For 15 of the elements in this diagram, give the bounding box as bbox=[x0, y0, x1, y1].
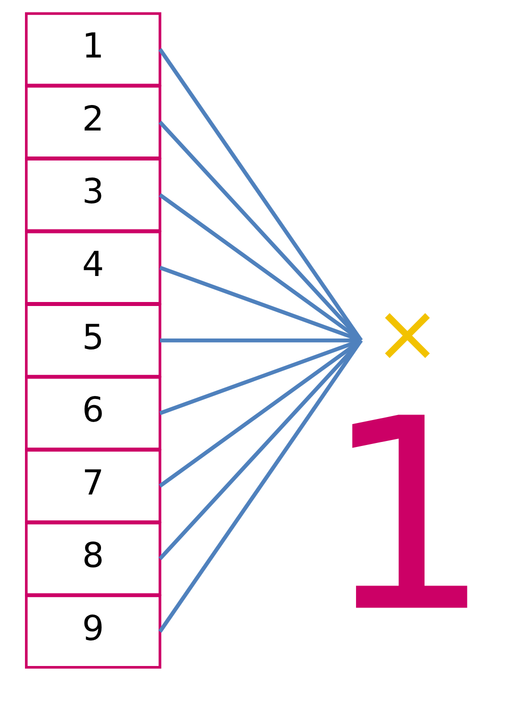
connector bbox=[158, 193, 362, 342]
node-box: 1 bbox=[24, 12, 161, 86]
connector bbox=[158, 120, 362, 342]
connector bbox=[158, 338, 362, 488]
node-box: 9 bbox=[24, 594, 161, 669]
node-box: 6 bbox=[24, 376, 161, 450]
node-box: 3 bbox=[24, 158, 161, 232]
connector bbox=[158, 339, 362, 560]
node-box: 8 bbox=[24, 522, 161, 596]
connector bbox=[158, 339, 362, 633]
node-box: 4 bbox=[24, 230, 161, 305]
node-box: 5 bbox=[24, 303, 161, 378]
node-box: 2 bbox=[24, 85, 161, 160]
connector bbox=[158, 48, 362, 342]
node-box: 7 bbox=[24, 448, 161, 524]
